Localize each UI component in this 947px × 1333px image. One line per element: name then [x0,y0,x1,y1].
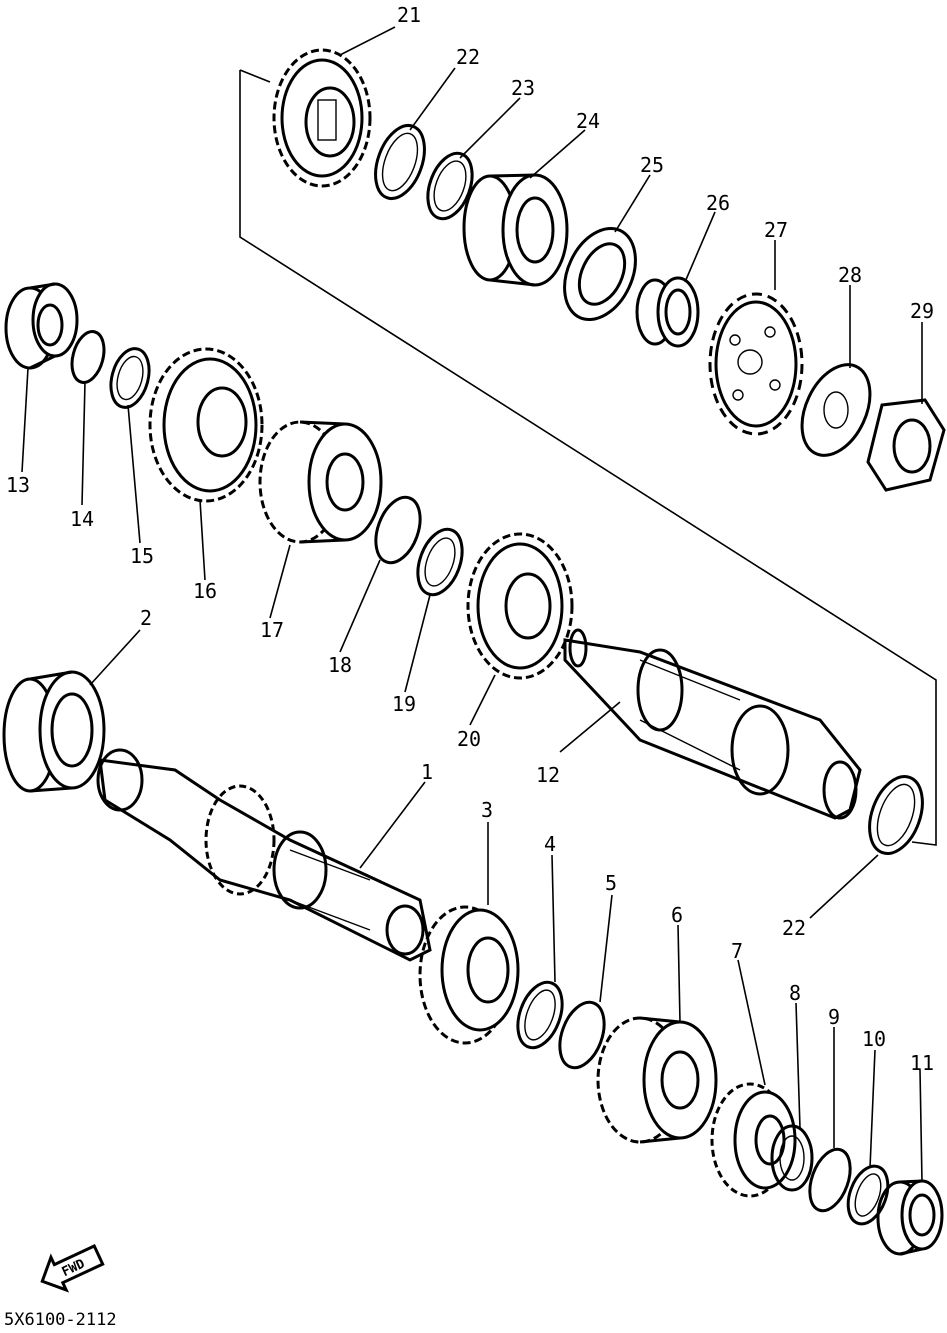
gear-3 [418,905,520,1045]
label-8: 8 [789,981,801,1005]
gear-7 [710,1082,797,1198]
bearing-24 [462,173,569,287]
part-labels: 21 22 23 24 25 26 27 28 29 13 14 15 16 1… [6,3,934,1075]
gear-17 [258,420,383,544]
label-1: 1 [421,760,433,784]
label-25: 25 [640,153,664,177]
circlip-22-top [374,124,426,200]
label-15: 15 [130,544,154,568]
label-27: 27 [764,218,788,242]
label-21: 21 [397,3,421,27]
label-12: 12 [536,763,560,787]
gear-6 [596,1016,718,1144]
washer-23 [426,151,474,221]
label-18: 18 [328,653,352,677]
label-7: 7 [731,939,743,963]
label-22-bottom: 22 [782,916,806,940]
label-22-top: 22 [456,45,480,69]
circlip-14 [70,330,106,384]
label-17: 17 [260,618,284,642]
washer-15 [109,347,151,409]
washer-10 [846,1164,890,1226]
collar-26 [635,276,700,348]
label-24: 24 [576,109,600,133]
label-3: 3 [481,798,493,822]
lock-washer-28 [800,363,872,457]
label-29: 29 [910,299,934,323]
label-23: 23 [511,76,535,100]
diagram-code: 5X6100-2112 [4,1310,117,1330]
bearing-2 [2,670,106,793]
gear-20 [466,532,574,680]
label-4: 4 [544,832,556,856]
label-13: 13 [6,473,30,497]
label-19: 19 [392,692,416,716]
main-axle-1 [96,748,432,962]
label-10: 10 [862,1027,886,1051]
gear-21 [272,48,372,188]
collar-8 [770,1124,814,1192]
washer-19 [416,527,464,597]
label-20: 20 [457,727,481,751]
fwd-arrow-icon: FWD [40,1243,105,1293]
label-6: 6 [671,903,683,927]
label-5: 5 [605,871,617,895]
sprocket-27 [708,292,804,436]
label-9: 9 [828,1005,840,1029]
bearing-13 [4,282,79,370]
circlip-18 [374,495,422,565]
gear-16 [148,347,264,503]
label-14: 14 [70,507,94,531]
circlip-9 [808,1147,852,1213]
label-11: 11 [910,1051,934,1075]
oil-seal-25 [563,226,637,322]
label-16: 16 [193,579,217,603]
circlip-22-bottom [868,775,924,855]
leader-lines [21,26,923,1183]
label-26: 26 [706,191,730,215]
label-28: 28 [838,263,862,287]
washer-4 [516,980,564,1050]
drive-axle-12 [563,628,862,820]
nut-29 [866,398,946,492]
subassembly-frame [239,69,937,846]
circlip-5 [558,1000,606,1070]
label-2: 2 [140,606,152,630]
